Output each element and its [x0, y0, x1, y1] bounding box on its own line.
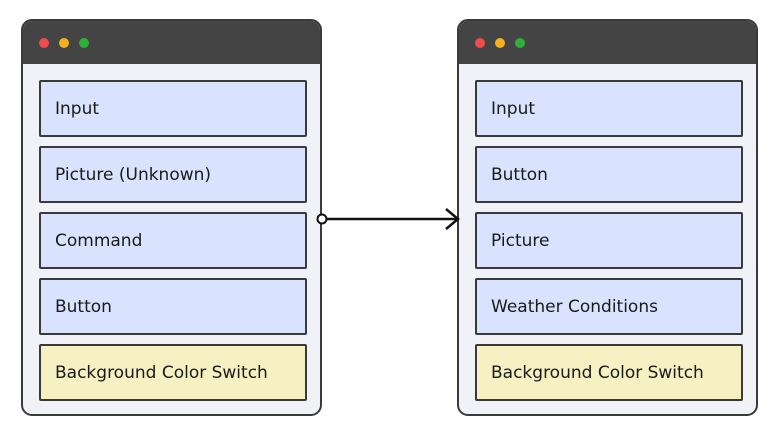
right-item-background-color-switch: Background Color Switch — [475, 344, 743, 401]
right-window: Input Button Picture Weather Conditions … — [457, 19, 758, 416]
right-item-list: Input Button Picture Weather Conditions … — [475, 80, 743, 410]
right-item-picture: Picture — [475, 212, 743, 269]
connector-start-circle-icon — [316, 213, 328, 225]
left-item-input: Input — [39, 80, 307, 137]
left-item-button: Button — [39, 278, 307, 335]
right-item-button: Button — [475, 146, 743, 203]
arrowhead-icon — [445, 208, 460, 230]
left-item-background-color-switch: Background Color Switch — [39, 344, 307, 401]
minimize-dot-icon — [59, 38, 69, 48]
right-item-input: Input — [475, 80, 743, 137]
minimize-dot-icon — [495, 38, 505, 48]
left-item-picture-unknown: Picture (Unknown) — [39, 146, 307, 203]
close-dot-icon — [39, 38, 49, 48]
left-item-list: Input Picture (Unknown) Command Button B… — [39, 80, 307, 410]
left-window-titlebar — [23, 21, 320, 64]
right-window-titlebar — [459, 21, 756, 64]
right-item-weather-conditions: Weather Conditions — [475, 278, 743, 335]
left-item-command: Command — [39, 212, 307, 269]
left-window: Input Picture (Unknown) Command Button B… — [21, 19, 322, 416]
maximize-dot-icon — [79, 38, 89, 48]
close-dot-icon — [475, 38, 485, 48]
maximize-dot-icon — [515, 38, 525, 48]
